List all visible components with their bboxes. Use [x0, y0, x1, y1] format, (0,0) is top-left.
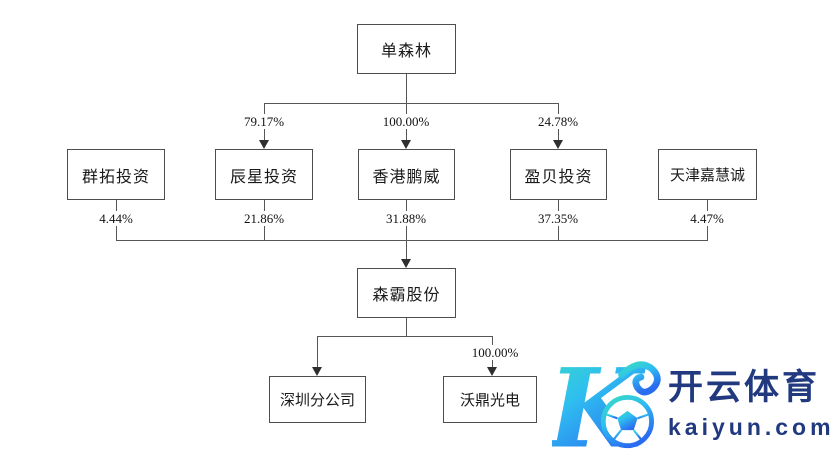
- node-shareholder-quntuo: 群拓投资: [67, 149, 165, 200]
- node-shareholder-chenxing: 辰星投资: [215, 149, 313, 200]
- arrowhead-icon: [487, 367, 497, 376]
- kaiyun-domain-text: kaiyun.com: [668, 414, 831, 440]
- edge-subsidiary-bar: [317, 336, 493, 337]
- ownership-pct-label: 37.35%: [534, 211, 582, 226]
- edge-level1-bar: [264, 103, 559, 104]
- node-root-shareholder: 单森林: [357, 24, 456, 74]
- node-subsidiary-woding: 沃鼎光电: [443, 376, 537, 423]
- arrowhead-icon: [553, 140, 563, 149]
- node-shareholder-tianjin-jiahuicheng: 天津嘉慧诚: [658, 149, 757, 200]
- node-shareholder-hongkong-pengwei: 香港鹏威: [358, 149, 455, 200]
- ownership-pct-label: 24.78%: [534, 114, 582, 129]
- edge-bus-bar: [116, 240, 708, 241]
- arrowhead-icon: [401, 140, 411, 149]
- node-shareholder-yingbei: 盈贝投资: [510, 149, 607, 200]
- edge-bus-to-company: [406, 240, 407, 260]
- ownership-pct-label: 21.86%: [240, 211, 288, 226]
- arrowhead-icon: [312, 367, 322, 376]
- ownership-pct-label: 4.44%: [96, 211, 136, 226]
- ownership-pct-label: 100.00%: [379, 114, 433, 129]
- ownership-pct-label: 4.47%: [687, 211, 727, 226]
- node-company: 森霸股份: [357, 268, 456, 318]
- ownership-pct-label: 100.00%: [468, 345, 522, 360]
- ownership-pct-label: 79.17%: [240, 114, 288, 129]
- node-subsidiary-shenzhen-branch: 深圳分公司: [269, 376, 366, 423]
- edge-company-stem: [406, 318, 407, 337]
- ownership-pct-label: 31.88%: [382, 211, 430, 226]
- arrowhead-icon: [259, 140, 269, 149]
- kaiyun-k-soccer-logo-icon: K: [552, 350, 661, 466]
- kaiyun-brand-text: 开云体育: [668, 368, 821, 407]
- kaiyun-watermark: K 开云体育 kaiyun.com: [552, 350, 831, 466]
- edge-drop-shenzhen: [317, 336, 318, 367]
- edge-root-stem: [406, 74, 407, 103]
- arrowhead-icon: [401, 259, 411, 268]
